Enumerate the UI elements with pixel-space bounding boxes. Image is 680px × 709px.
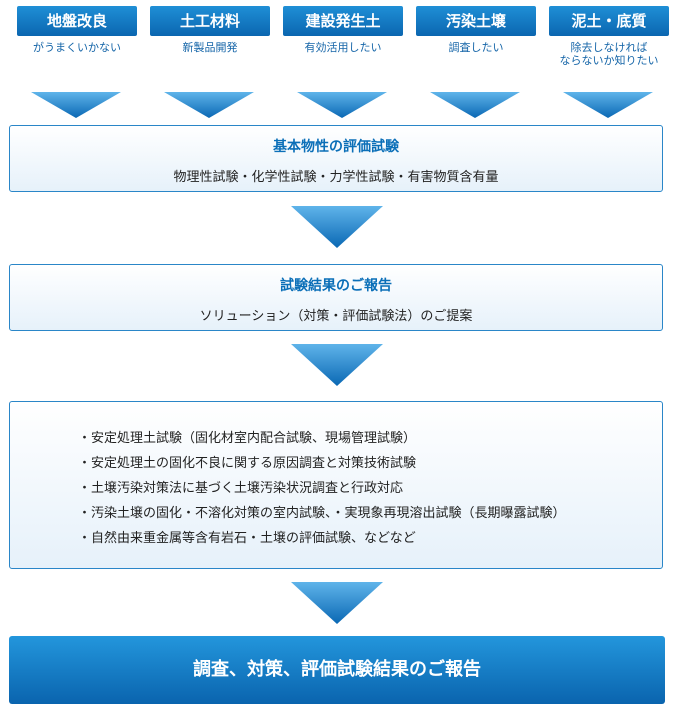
basic-properties-panel: 基本物性の評価試験 物理性試験・化学性試験・力学性試験・有害物質含有量 (9, 125, 663, 192)
services-list: ・安定処理土試験（固化材室内配合試験、現場管理試験） ・安定処理土の固化不良に関… (78, 426, 566, 551)
down-arrow-icon (291, 206, 383, 248)
category-subtitle: 除去しなければ ならないか知りたい (559, 41, 659, 67)
list-item: ・汚染土壌の固化・不溶化対策の室内試験、・実現象再現溶出試験（長期曝露試験） (78, 506, 566, 521)
panel-text: 物理性試験・化学性試験・力学性試験・有害物質含有量 (173, 170, 499, 185)
category-subtitle: 有効活用したい (304, 41, 382, 54)
down-arrow-icon (563, 92, 653, 118)
panel-title: 基本物性の評価試験 (273, 139, 399, 155)
down-arrow-icon (430, 92, 520, 118)
down-arrow-icon (164, 92, 254, 118)
panel-title: 試験結果のご報告 (280, 278, 392, 294)
down-arrow-icon (297, 92, 387, 118)
category-subtitle: 調査したい (448, 41, 504, 54)
category-subtitle: 新製品開発 (182, 41, 238, 54)
services-panel: ・安定処理土試験（固化材室内配合試験、現場管理試験） ・安定処理土の固化不良に関… (9, 401, 663, 569)
list-item: ・安定処理土の固化不良に関する原因調査と対策技術試験 (78, 456, 417, 471)
category-sludge-sediment[interactable]: 泥土・底質 除去しなければ ならないか知りたい (549, 6, 669, 67)
category-label: 土工材料 (150, 6, 270, 36)
results-report-panel: 試験結果のご報告 ソリューション（対策・評価試験法）のご提案 (9, 264, 663, 331)
category-label: 汚染土壌 (416, 6, 536, 36)
category-contaminated-soil[interactable]: 汚染土壌 調査したい (416, 6, 536, 54)
down-arrow-icon (31, 92, 121, 118)
down-arrow-icon (291, 344, 383, 386)
down-arrow-icon (291, 582, 383, 624)
category-label: 建設発生土 (283, 6, 403, 36)
category-label: 泥土・底質 (549, 6, 669, 36)
category-soil-improvement[interactable]: 地盤改良 がうまくいかない (17, 6, 137, 54)
panel-text: ソリューション（対策・評価試験法）のご提案 (199, 309, 473, 324)
list-item: ・安定処理土試験（固化材室内配合試験、現場管理試験） (78, 431, 417, 446)
category-construction-soil[interactable]: 建設発生土 有効活用したい (283, 6, 403, 54)
category-subtitle: がうまくいかない (33, 41, 121, 54)
list-item: ・自然由来重金属等含有岩石・土壌の評価試験、などなど (78, 531, 416, 546)
category-label: 地盤改良 (17, 6, 137, 36)
list-item: ・土壌汚染対策法に基づく土壌汚染状況調査と行政対応 (78, 481, 404, 496)
category-earthwork-materials[interactable]: 土工材料 新製品開発 (150, 6, 270, 54)
final-report-banner: 調査、対策、評価試験結果のご報告 (9, 636, 665, 704)
